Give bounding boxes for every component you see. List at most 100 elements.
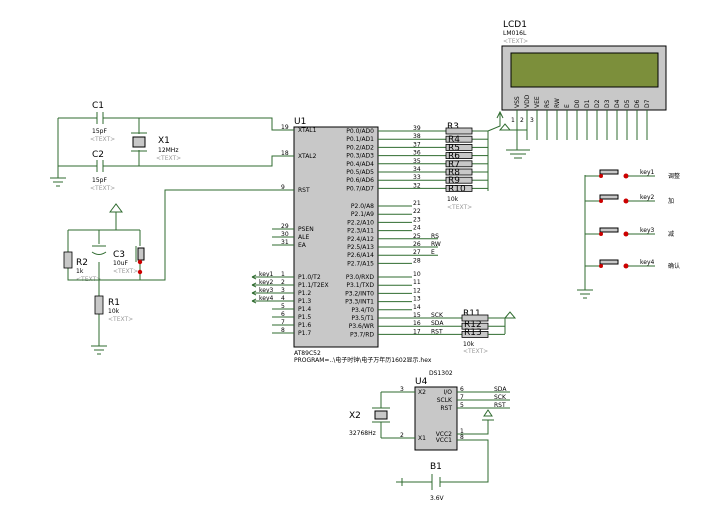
u4-right-num-0: 6: [460, 386, 464, 393]
p0-bus-wires: [412, 110, 504, 191]
r3-subref-5: R8: [448, 168, 460, 178]
lcd-text: <TEXT>: [503, 38, 528, 45]
r11-text: <TEXT>: [463, 348, 488, 355]
u1-right-label-20: P3.4/T0: [351, 307, 374, 314]
r2-ref: R2: [76, 258, 88, 268]
p2-net-5: RW: [431, 241, 441, 248]
u1-right-label-11: P2.3/A11: [347, 228, 374, 235]
r3-subref-1: R4: [448, 135, 460, 145]
u1-right-num-9: 22: [413, 208, 421, 215]
u4-right-label-2: RST: [440, 405, 452, 412]
u4-pwr-label-1: VCC1: [436, 437, 452, 444]
lcd-ref: LCD1: [503, 20, 527, 30]
u1-left-label-3: PSEN: [298, 226, 314, 233]
reset-button[interactable]: [137, 247, 145, 261]
key-dot-b-1: [623, 198, 629, 204]
key-dot-b-3: [623, 263, 629, 269]
lcd-pin-label-8: D2: [594, 99, 601, 108]
p1-net-3: key4: [259, 295, 274, 302]
u1-right-label-8: P2.0/A8: [351, 203, 374, 210]
c1-ref: C1: [92, 101, 104, 111]
u1-left-label-2: RST: [298, 187, 310, 194]
p1-net-wire-1: [251, 282, 272, 288]
c3-ref: C3: [113, 250, 125, 260]
key-switch-0: [599, 169, 619, 175]
r3-resistor-2: [445, 143, 473, 151]
u1-left-num-6: 1: [281, 271, 285, 278]
u1-right-label-1: P0.1/AD1: [346, 136, 374, 143]
u1-left-label-0: XTAL1: [298, 127, 317, 134]
u4-net-0: SDA: [494, 386, 507, 393]
r1-body: [94, 295, 104, 315]
r11-subref-0: R12: [464, 320, 482, 330]
x1-text: <TEXT>: [156, 155, 181, 162]
u1-right-label-16: P3.0/RXD: [346, 274, 374, 281]
u1-right-label-17: P3.1/TXD: [346, 282, 374, 289]
lcd-pin-num-1: 1: [511, 117, 515, 124]
u1-part: AT89C52: [294, 350, 321, 357]
reset-wires: [67, 229, 140, 355]
u1-left-num-12: 7: [281, 319, 285, 326]
c1-plates: [96, 112, 104, 124]
u1-left-num-3: 29: [281, 223, 289, 230]
r11-vcc-arrow: [503, 311, 517, 334]
r2-value: 1k: [76, 268, 84, 275]
u4-pwr-num-0: 1: [460, 428, 464, 435]
c3-plates: [91, 245, 107, 255]
key-label-1: 加: [668, 197, 674, 205]
u1-right-label-13: P2.5/A13: [347, 244, 374, 251]
crystal-x2: X2 32768Hz: [349, 392, 390, 438]
u4-left-label-1: X1: [418, 435, 426, 442]
u1-right-label-6: P0.6/AD6: [346, 177, 374, 184]
key-dot-b-0: [623, 173, 629, 179]
r3-resistor-7: [445, 184, 473, 192]
u1-left-label-7: P1.1/T2EX: [298, 282, 329, 289]
r3-resistor-4: [445, 160, 473, 168]
r3-subref-6: R9: [448, 176, 460, 186]
u1-left-num-8: 3: [281, 287, 285, 294]
u1-right-num-1: 38: [413, 133, 421, 140]
lcd-pin-label-4: RW: [554, 98, 561, 108]
battery-b1: B1 3.6V: [396, 409, 494, 502]
r3-resistor-6: [445, 176, 473, 184]
reset-circuit: R2 1k <TEXT> C3 10uF <TEXT> R1 10k <TEXT…: [63, 189, 294, 355]
u1-right-label-3: P0.3/AD3: [346, 153, 374, 160]
r11-value: 10k: [463, 341, 475, 348]
u4-pwr-label-0: VCC2: [436, 431, 452, 438]
lcd-pin-label-6: D0: [574, 99, 581, 108]
p1-net-wire-0: [251, 274, 272, 280]
u1-left-num-1: 18: [281, 150, 289, 157]
crystal-ground: [50, 118, 66, 187]
reset-vcc-arrow: [109, 203, 123, 230]
u1-left-num-10: 5: [281, 303, 285, 310]
lcd-pin-num-2: 2: [520, 117, 524, 124]
u1-right-label-5: P0.5/AD5: [346, 169, 374, 176]
battery-wires: [396, 439, 489, 490]
u1-right-label-18: P3.2/INT0: [345, 290, 374, 297]
u1-right-num-15: 28: [413, 257, 421, 264]
mcu-u1: U1 AT89C52 PROGRAM=..\电子时钟\电子万年历1602显示.h…: [272, 117, 441, 364]
vcc2-arrow: [466, 409, 494, 435]
lcd-part: LM016L: [503, 30, 527, 37]
u1-left-num-11: 6: [281, 311, 285, 318]
u1-right-num-22: 16: [413, 320, 421, 327]
lcd-pin-label-12: D6: [634, 99, 641, 108]
u4-left-num-1: 2: [400, 432, 404, 439]
lcd-pin-label-0: VSS: [514, 96, 521, 108]
crystal-circuit: C1 15pF <TEXT> C2 15pF <TEXT> X1 12MHz <…: [50, 101, 294, 192]
key-dot-a-1: [599, 199, 603, 203]
u1-left-num-4: 30: [281, 231, 289, 238]
u1-left-label-13: P1.7: [298, 330, 311, 337]
u1-right-num-12: 25: [413, 233, 421, 240]
lcd-pin-label-2: VEE: [534, 96, 541, 108]
u4-part: DS1302: [429, 370, 453, 377]
u1-left-num-7: 2: [281, 279, 285, 286]
key-switch-3: [599, 259, 619, 265]
u1-program: PROGRAM=..\电子时钟\电子万年历1602显示.hex: [294, 356, 432, 364]
reset-button-dot: [137, 259, 143, 265]
p2-net-4: RS: [431, 233, 439, 240]
lcd-pin-label-11: D5: [624, 99, 631, 108]
